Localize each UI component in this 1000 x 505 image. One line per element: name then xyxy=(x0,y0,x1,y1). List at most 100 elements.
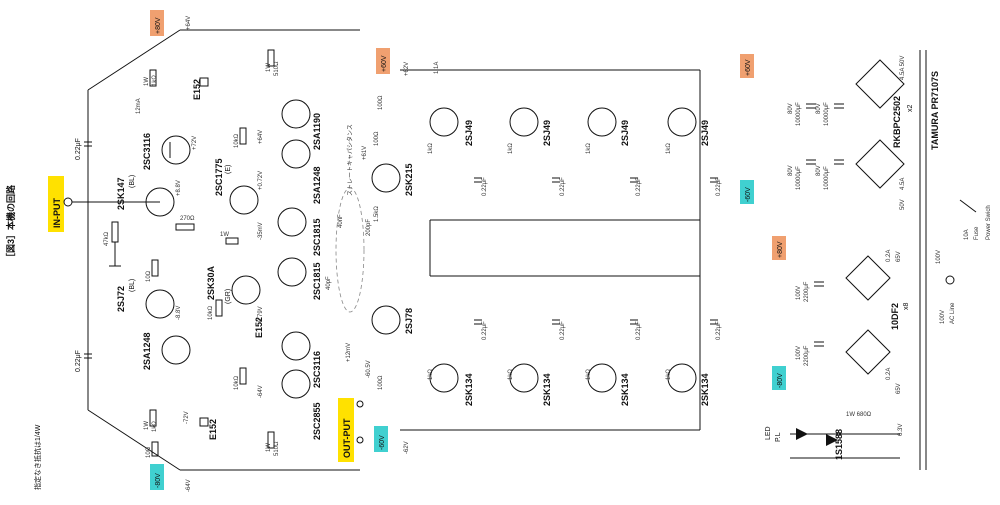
cap-t2: 0.22μF xyxy=(560,177,566,196)
cap-a-1: 10000μF xyxy=(796,102,802,126)
v-m605: -60.5V xyxy=(366,360,372,378)
r-1k-q6: 1kΩ xyxy=(508,369,514,380)
rail-neg60-out: -60V xyxy=(379,435,386,450)
v-8-8: +8.8V xyxy=(176,180,182,196)
resistor-note: 指定なき抵抗は1/4W xyxy=(33,424,42,490)
v-64: +64V xyxy=(258,130,264,144)
rail-neg62-out: -62V xyxy=(404,441,410,454)
v-m8-8: -8.8V xyxy=(176,306,182,320)
tap-4-5a-50v: 4.5A 50V xyxy=(900,56,906,80)
ac-100v: 100V xyxy=(940,310,946,324)
r-1k-top: 1kΩ xyxy=(152,75,158,86)
q-2sc1775-rank: (E) xyxy=(225,165,232,174)
q-2sc2855: 2SC2855 xyxy=(312,402,322,440)
q-2sk134-3: 2SK134 xyxy=(620,373,630,406)
r-1k-q8: 1kΩ xyxy=(666,369,672,380)
tap-50v-b: 50V xyxy=(900,199,906,210)
cap-b-v2: 100V xyxy=(796,346,802,360)
r-1w-top2: 1W xyxy=(266,63,272,72)
power-switch-icon xyxy=(959,199,977,213)
r-100-top: 100Ω xyxy=(378,95,384,110)
diode-1s1588: 1S1588 xyxy=(834,429,844,460)
ac-plug-icon xyxy=(945,275,955,285)
q-2sj49-3: 2SJ49 xyxy=(620,120,630,146)
q-2sj72-rank: (BL) xyxy=(129,279,136,292)
r-100-bot: 100Ω xyxy=(378,375,384,390)
e152-bot: E152 xyxy=(208,419,218,440)
r-1w-bot2: 1W xyxy=(266,443,272,452)
output-label-bg xyxy=(338,398,354,462)
cap-b-v1: 100V xyxy=(796,286,802,300)
cap-row-top: 0.22μF 0.22μF 0.22μF 0.22μF xyxy=(474,177,722,196)
v-12ma: 12mA xyxy=(136,98,142,114)
psu-pos60: +60V xyxy=(745,59,752,76)
r-1-5k: 1.5kΩ xyxy=(374,206,380,222)
cap-b1: 0.22μF xyxy=(482,321,488,340)
primary-100v: 100V xyxy=(936,250,942,264)
q-2sc3116-top: 2SC3116 xyxy=(142,133,152,170)
cap-b-2: 2200μF xyxy=(804,345,810,366)
input-label-bg xyxy=(48,176,64,232)
q-2sc1775: 2SC1775 xyxy=(214,158,224,196)
r-10-mid: 10Ω xyxy=(146,270,152,282)
q-2sj49-4: 2SJ49 xyxy=(700,120,710,146)
cap-b3: 0.22μF xyxy=(636,321,642,340)
r-680: 1W 680Ω xyxy=(846,412,872,418)
r-1k-bot: 1kΩ xyxy=(152,421,158,432)
cap-a-v3: 80V xyxy=(788,165,794,176)
psu-pos80: +80V xyxy=(777,241,784,258)
r-270: 270Ω xyxy=(180,216,195,222)
e152-top: E152 xyxy=(192,79,202,100)
r-1k-q7: 1kΩ xyxy=(586,369,592,380)
r-10k-bot: 10kΩ xyxy=(234,375,240,390)
cap-b-1: 2200μF xyxy=(804,281,810,302)
bridge2-lower xyxy=(845,329,891,375)
q-2sa1190: 2SA1190 xyxy=(312,113,322,150)
e152-mid: E152 xyxy=(254,317,264,338)
v-m72: -72V xyxy=(184,411,190,424)
psu-pos60-bg xyxy=(740,54,754,78)
q-2sj72: 2SJ72 xyxy=(116,286,126,312)
current-1-1a: 1.1A xyxy=(434,62,440,74)
q-2sj49-2: 2SJ49 xyxy=(542,120,552,146)
r-1w-bot: 1W xyxy=(144,421,150,430)
r-1k-q2: 1kΩ xyxy=(508,143,514,154)
transformer-name: TAMURA PR7107S xyxy=(930,71,940,150)
r-1w-top: 1W xyxy=(144,77,150,86)
r-1k-q3: 1kΩ xyxy=(586,143,592,154)
tap-4-5a-b: 4.5A xyxy=(900,178,906,190)
power-switch-label: Power Swich xyxy=(986,205,992,240)
diode-icon xyxy=(826,434,838,446)
fuse-10a: 10A xyxy=(964,229,970,240)
rail-neg80-bot-bg xyxy=(150,464,164,490)
mosfet-row-top: 2SJ49 2SJ49 2SJ49 2SJ49 1kΩ 1kΩ 1kΩ 1kΩ xyxy=(428,107,710,154)
q-2sk147: 2SK147 xyxy=(116,177,126,210)
input-jack xyxy=(63,197,73,207)
r-10k-top: 10kΩ xyxy=(234,133,240,148)
r-510-bot: 510Ω xyxy=(274,441,280,456)
rail-neg60-out-bg xyxy=(374,426,388,452)
rail-neg80-bot: -80V xyxy=(155,473,162,488)
rail-pos80-top-bg xyxy=(150,10,164,36)
r-10k-mid: 10kΩ xyxy=(208,305,214,320)
psu-neg60: -60V xyxy=(745,187,752,202)
tap-6-3v: 6.3V xyxy=(898,424,904,436)
q-2sj49-1: 2SJ49 xyxy=(464,120,474,146)
q-2sc3116-bot: 2SC3116 xyxy=(312,351,322,388)
cap-row-bot: 0.22μF 0.22μF 0.22μF 0.22μF xyxy=(474,319,722,340)
ac-line: AC Line xyxy=(950,302,956,324)
v-m35: -35mV xyxy=(258,222,264,240)
q-2sk134-1: 2SK134 xyxy=(464,373,474,406)
mosfet-row-bot: 2SK134 2SK134 2SK134 2SK134 1kΩ 1kΩ 1kΩ … xyxy=(428,363,710,406)
led-label: LED xyxy=(765,426,772,440)
led-pl-label: P.L xyxy=(775,432,782,442)
cap-a-3: 10000μF xyxy=(796,166,802,190)
rail-pos64-top: +64V xyxy=(186,16,192,30)
cap-b4: 0.22μF xyxy=(716,321,722,340)
cap-t3: 0.22μF xyxy=(636,177,642,196)
v-12mv: +12mV xyxy=(346,343,352,362)
figure-title: ［図3］本機の回路 xyxy=(5,184,16,262)
cap-a-4: 10000μF xyxy=(824,166,830,190)
bridge1-upper xyxy=(855,59,905,109)
